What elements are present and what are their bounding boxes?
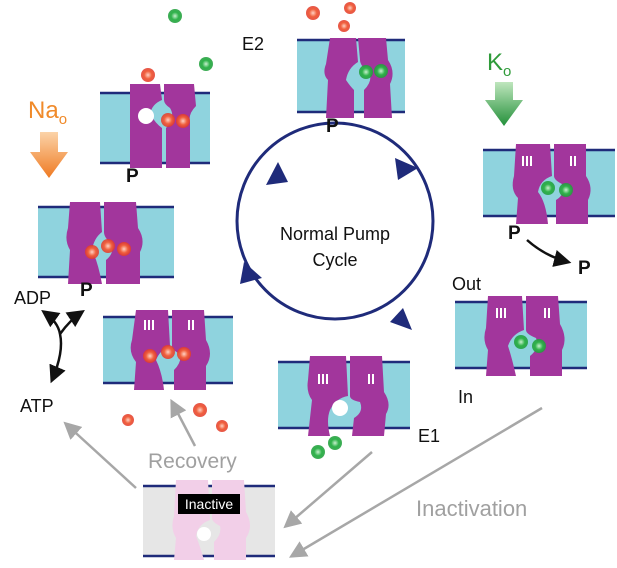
phosphate-release-arrow bbox=[526, 239, 572, 267]
inactive-badge bbox=[178, 494, 240, 514]
recovery-label: Recovery bbox=[148, 450, 237, 473]
pump-state-e2-top: P bbox=[297, 38, 405, 137]
na-influx-arrow bbox=[30, 132, 68, 178]
na-ion bbox=[306, 6, 320, 20]
na-ion bbox=[216, 420, 228, 432]
released-phosphate-label: P bbox=[578, 258, 591, 279]
na-ion bbox=[143, 349, 157, 363]
inactivation-arrow bbox=[288, 406, 543, 558]
pump-state-right-upper: P bbox=[483, 144, 615, 244]
cycle-ring bbox=[235, 121, 435, 321]
na-ion bbox=[85, 245, 99, 259]
adp-label: ADP bbox=[14, 288, 51, 308]
atp-label: ATP bbox=[20, 396, 54, 416]
pump-state-right-lower bbox=[455, 296, 587, 376]
phosphorylation-arrow bbox=[58, 310, 85, 335]
na-ion bbox=[101, 239, 115, 253]
adp-atp-exchange-arrow bbox=[41, 309, 66, 384]
k-ion bbox=[532, 339, 546, 353]
e1-label: E1 bbox=[418, 426, 440, 446]
na-ion bbox=[193, 403, 207, 417]
phosphate-label: P bbox=[508, 223, 521, 244]
cycle-arrowhead bbox=[395, 158, 418, 180]
in-label: In bbox=[458, 387, 473, 407]
na-ion bbox=[344, 2, 356, 14]
k-ion bbox=[541, 181, 555, 195]
na-ion bbox=[161, 113, 175, 127]
cycle-arrowhead bbox=[266, 162, 288, 185]
na-ion bbox=[176, 114, 190, 128]
e2-label: E2 bbox=[242, 34, 264, 54]
cycle-arrowhead bbox=[240, 262, 262, 284]
k-ion bbox=[199, 57, 213, 71]
recovery-arrow bbox=[170, 398, 197, 447]
na-o-label: Nao bbox=[28, 97, 67, 128]
inactivation-from-e1-arrow bbox=[283, 451, 373, 529]
pump-state-upper-left: P bbox=[100, 84, 210, 187]
na-ion bbox=[141, 68, 155, 82]
k-ion bbox=[374, 64, 388, 78]
k-ion bbox=[559, 183, 573, 197]
k-ion bbox=[311, 445, 325, 459]
k-ion bbox=[328, 436, 342, 450]
cycle-title-line2: Cycle bbox=[312, 250, 357, 270]
cycle-arrowhead bbox=[390, 308, 412, 330]
na-ion bbox=[122, 414, 134, 426]
phosphate-label: P bbox=[126, 166, 139, 187]
pump-state-e1-bottom bbox=[278, 356, 410, 436]
na-ion bbox=[177, 347, 191, 361]
pump-state-left-middle: P bbox=[38, 202, 174, 301]
k-ion bbox=[514, 335, 528, 349]
na-ion bbox=[338, 20, 350, 32]
k-influx-arrow bbox=[485, 82, 523, 126]
cycle-title-line1: Normal Pump bbox=[280, 224, 390, 244]
phosphate-label: P bbox=[80, 280, 93, 301]
recovery-to-atp-arrow bbox=[63, 421, 137, 489]
inactive-badge-text: Inactive bbox=[185, 496, 233, 512]
phosphate-label: P bbox=[326, 116, 339, 137]
k-ion bbox=[359, 65, 373, 79]
na-ion bbox=[161, 345, 175, 359]
out-label: Out bbox=[452, 274, 481, 294]
k-o-label: Ko bbox=[487, 49, 511, 80]
k-ion bbox=[168, 9, 182, 23]
na-ion bbox=[117, 242, 131, 256]
pump-state-lower-left bbox=[103, 310, 233, 390]
inactivation-label: Inactivation bbox=[416, 496, 527, 521]
pump-state-inactive: Inactive bbox=[143, 480, 275, 560]
